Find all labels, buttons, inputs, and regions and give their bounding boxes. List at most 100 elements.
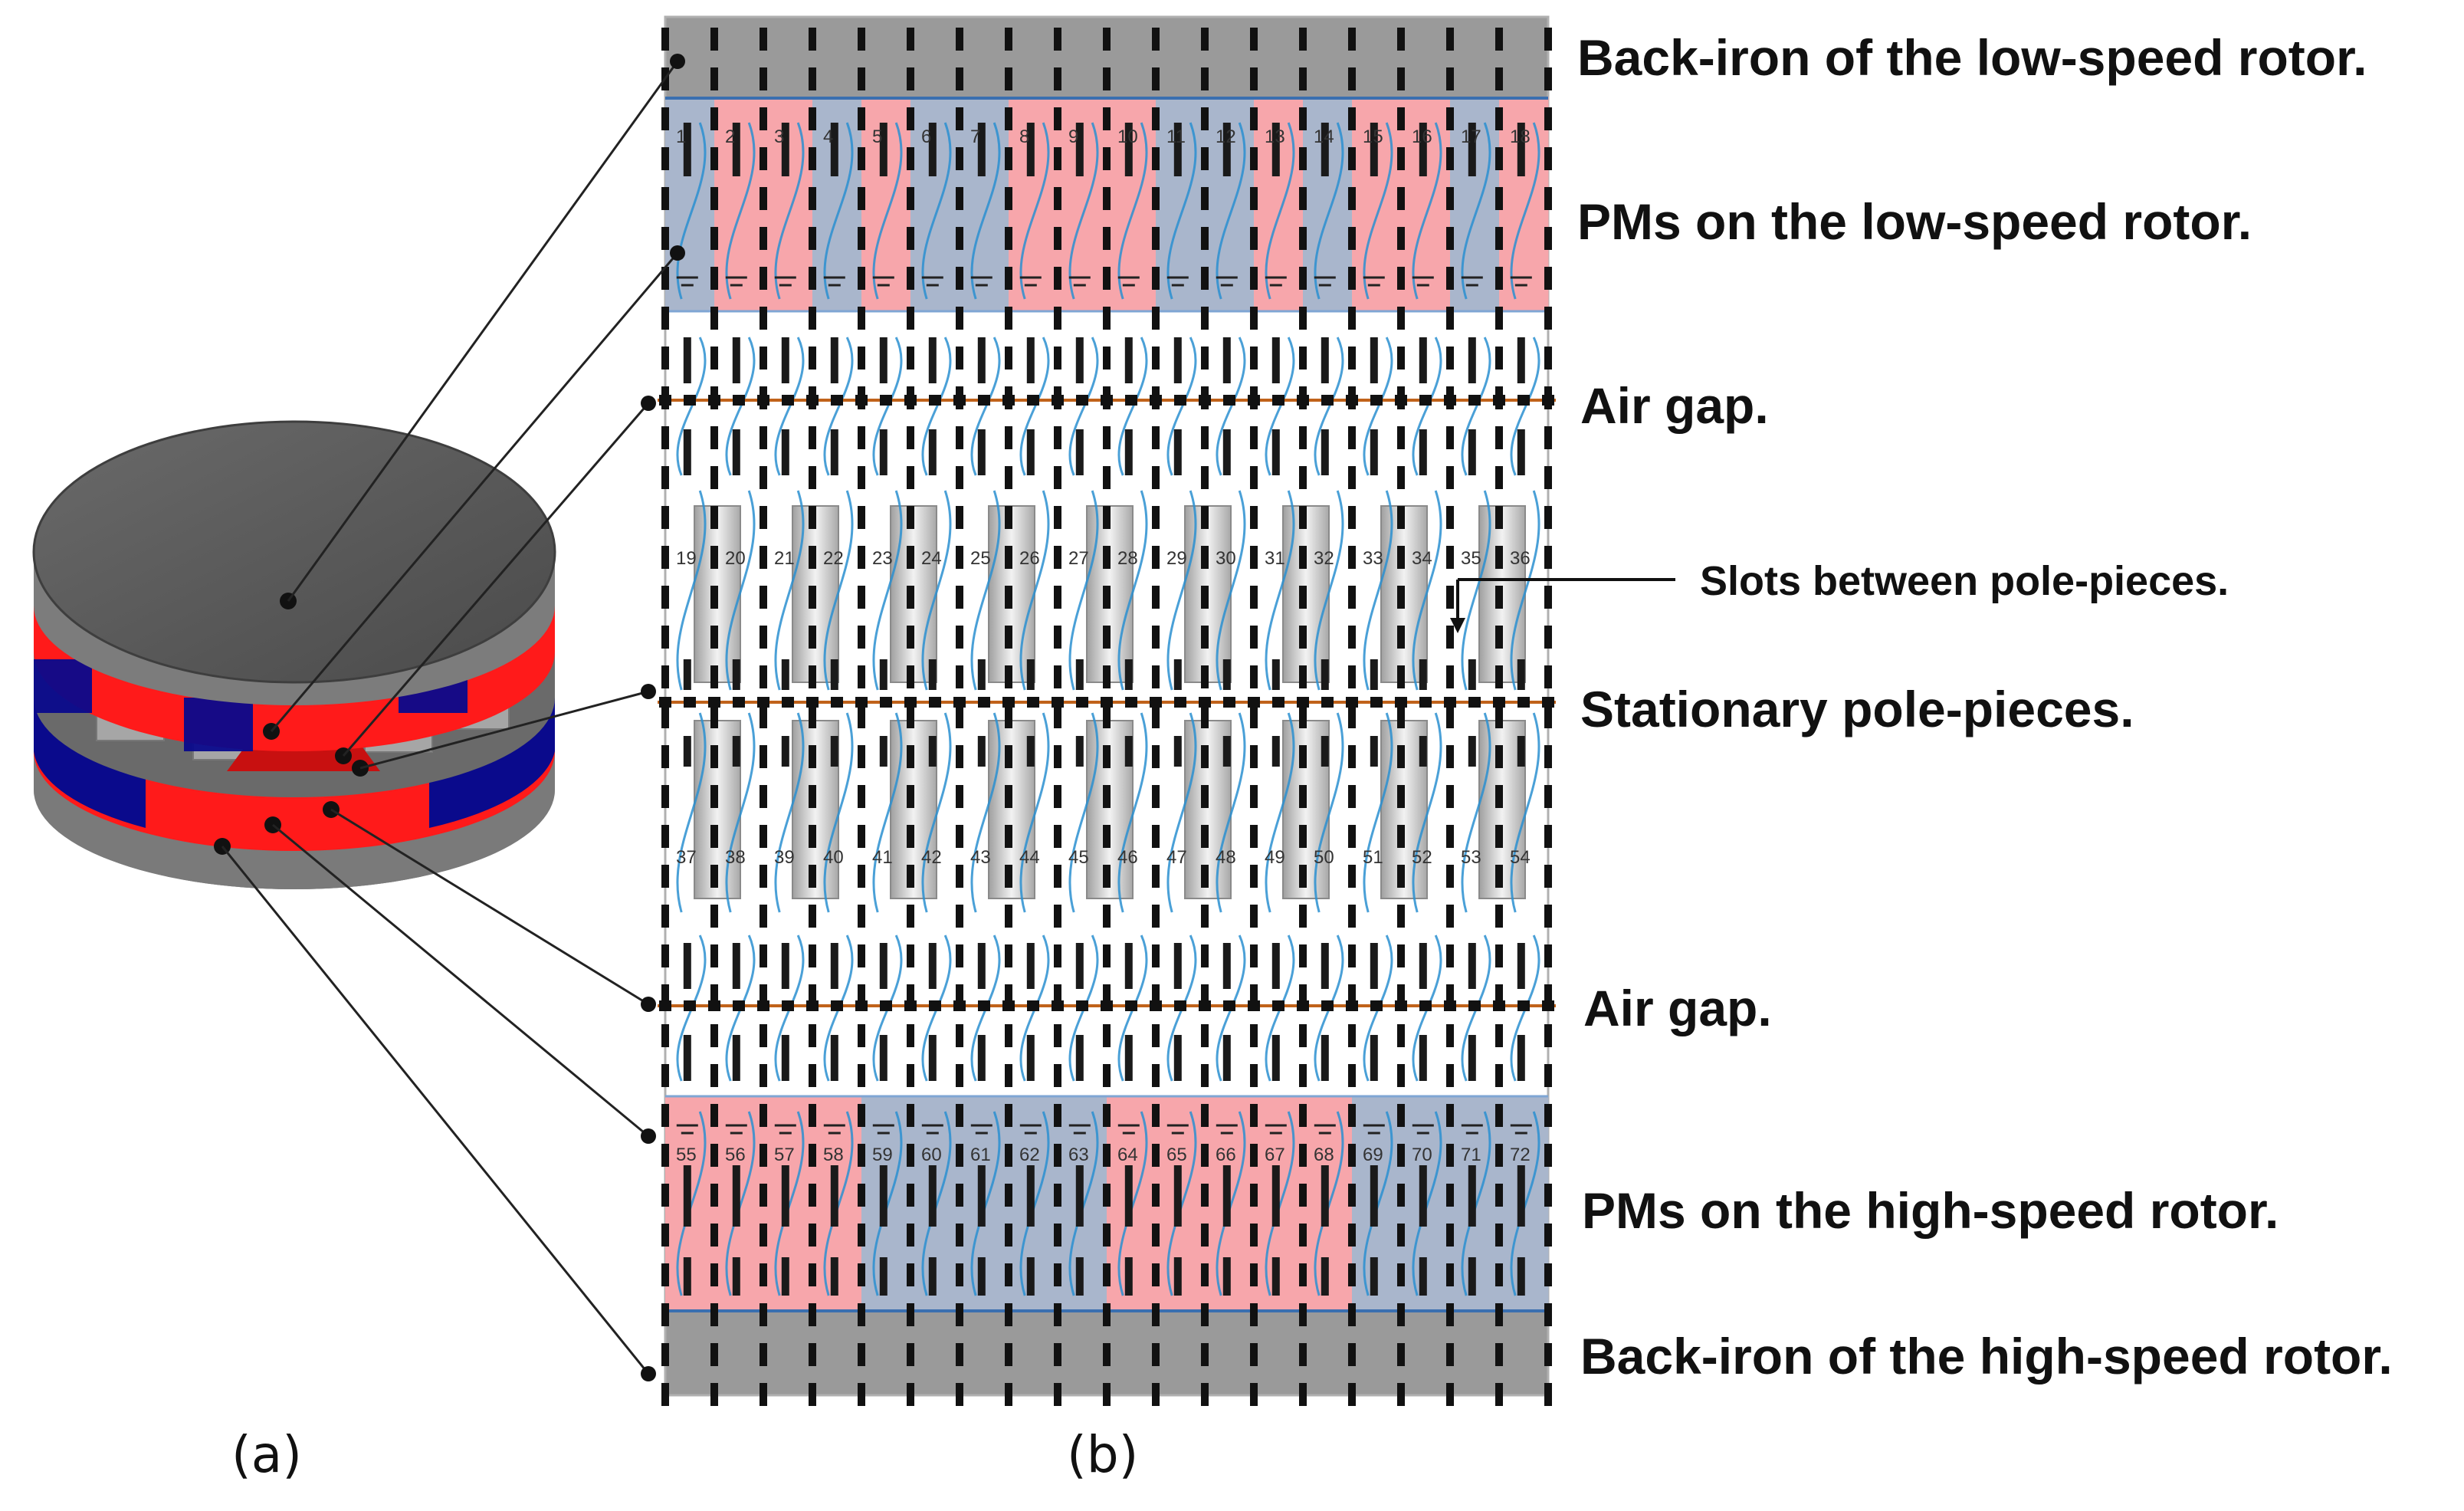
edge-resistor-10-868 — [1103, 665, 1111, 688]
edge-resistor-12-972 — [1201, 745, 1209, 768]
edge-resistor-6-764 — [907, 586, 914, 609]
node-number-17: 17 — [1461, 126, 1481, 147]
node-1-20 — [1125, 395, 1137, 406]
column-resistor-15-7 — [1370, 1035, 1378, 1081]
edge-resistor-8-36 — [1005, 28, 1012, 51]
edge-resistor-15-36 — [1348, 28, 1356, 51]
column-resistor-7-5 — [977, 736, 986, 767]
node-2-30 — [1370, 697, 1383, 708]
edge-resistor-11-348 — [1152, 267, 1160, 290]
edge-resistor-19-1336 — [1544, 1024, 1552, 1047]
edge-resistor-18-504 — [1495, 386, 1503, 409]
node-number-64: 64 — [1117, 1145, 1138, 1165]
edge-resistor-15-192 — [1348, 147, 1356, 170]
edge-resistor-6-1648 — [907, 1263, 914, 1286]
edge-resistor-3-140 — [760, 107, 767, 130]
edge-resistor-10-348 — [1103, 267, 1111, 290]
edge-resistor-18-660 — [1495, 506, 1503, 529]
edge-resistor-5-1232 — [858, 944, 865, 967]
column-resistor-5-3 — [879, 429, 887, 475]
edge-resistor-17-1492 — [1446, 1144, 1454, 1167]
column-resistor-16-4 — [1419, 659, 1427, 690]
edge-resistor-18-1232 — [1495, 944, 1503, 967]
flux-line-14-6 — [1314, 1111, 1344, 1296]
column-resistor-5-7 — [879, 1035, 887, 1081]
edge-resistor-18-192 — [1495, 147, 1503, 170]
edge-resistor-11-1700 — [1152, 1303, 1160, 1326]
edge-resistor-6-1076 — [907, 825, 914, 848]
node-number-54: 54 — [1510, 847, 1531, 868]
edge-resistor-13-88 — [1250, 67, 1258, 90]
edge-resistor-17-816 — [1446, 626, 1454, 649]
column-resistor-16-3 — [1419, 429, 1427, 475]
edge-resistor-3-972 — [760, 745, 767, 768]
node-number-35: 35 — [1461, 548, 1481, 569]
edge-resistor-7-1232 — [956, 944, 963, 967]
edge-resistor-19-920 — [1544, 705, 1552, 728]
edge-resistor-2-660 — [710, 506, 718, 529]
edge-resistor-19-348 — [1544, 267, 1552, 290]
node-number-12: 12 — [1216, 126, 1236, 147]
edge-resistor-14-1492 — [1299, 1144, 1307, 1167]
edge-resistor-17-972 — [1446, 745, 1454, 768]
edge-resistor-8-192 — [1005, 147, 1012, 170]
edge-resistor-17-1596 — [1446, 1224, 1454, 1247]
edge-resistor-10-244 — [1103, 187, 1111, 210]
edge-resistor-11-1076 — [1152, 825, 1160, 848]
label-slots: Slots between pole-pieces. — [1700, 558, 2229, 604]
flux-line-2-3 — [725, 490, 756, 691]
edge-resistor-16-244 — [1397, 187, 1405, 210]
edge-resistor-16-556 — [1397, 426, 1405, 449]
caption-a: (a) — [231, 1425, 302, 1484]
flux-line-9-1 — [1068, 122, 1099, 300]
edge-resistor-7-556 — [956, 426, 963, 449]
column-resistor-15-4 — [1370, 659, 1378, 690]
edge-resistor-9-1180 — [1054, 905, 1061, 928]
edge-resistor-4-1284 — [809, 984, 816, 1007]
edge-resistor-11-868 — [1152, 665, 1160, 688]
edge-resistor-2-244 — [710, 187, 718, 210]
node-number-51: 51 — [1363, 847, 1383, 868]
edge-resistor-9-1596 — [1054, 1224, 1061, 1247]
edge-resistor-16-1180 — [1397, 905, 1405, 928]
edge-resistor-6-1700 — [907, 1303, 914, 1326]
edge-resistor-10-1596 — [1103, 1224, 1111, 1247]
column-resistor-18-4 — [1517, 659, 1525, 690]
column-resistor-3-7 — [781, 1035, 789, 1081]
edge-resistor-3-192 — [760, 147, 767, 170]
edge-resistor-13-348 — [1250, 267, 1258, 290]
edge-resistor-8-1180 — [1005, 905, 1012, 928]
node-number-33: 33 — [1363, 548, 1383, 569]
edge-resistor-18-140 — [1495, 107, 1503, 130]
column-resistor-8-1 — [1026, 123, 1035, 176]
edge-resistor-19-1804 — [1544, 1383, 1552, 1406]
edge-resistor-8-296 — [1005, 227, 1012, 250]
edge-resistor-7-1284 — [956, 984, 963, 1007]
edge-resistor-18-36 — [1495, 28, 1503, 51]
edge-resistor-13-296 — [1250, 227, 1258, 250]
edge-resistor-14-1752 — [1299, 1343, 1307, 1366]
edge-resistor-4-868 — [809, 665, 816, 688]
edge-resistor-18-1752 — [1495, 1343, 1503, 1366]
flux-line-4-3 — [823, 490, 854, 691]
edge-resistor-17-920 — [1446, 705, 1454, 728]
edge-resistor-15-1336 — [1348, 1024, 1356, 1047]
edge-resistor-6-1388 — [907, 1064, 914, 1087]
column-resistor-13-2 — [1271, 337, 1280, 383]
node-number-40: 40 — [823, 847, 844, 868]
low-rotor-blue-segment-2 — [184, 698, 253, 751]
column-resistor-10-3 — [1124, 429, 1133, 475]
edge-resistor-8-1232 — [1005, 944, 1012, 967]
column-resistor-10-4 — [1124, 659, 1133, 690]
edge-resistor-14-1440 — [1299, 1104, 1307, 1127]
edge-resistor-2-1544 — [710, 1184, 718, 1207]
edge-resistor-3-1232 — [760, 944, 767, 967]
edge-resistor-11-192 — [1152, 147, 1160, 170]
edge-resistor-10-660 — [1103, 506, 1111, 529]
edge-resistor-1-140 — [661, 107, 669, 130]
flux-line-7-1 — [970, 122, 1001, 300]
edge-resistor-5-504 — [858, 386, 865, 409]
edge-resistor-6-140 — [907, 107, 914, 130]
flux-line-12-2 — [1216, 337, 1246, 476]
edge-resistor-1-1232 — [661, 944, 669, 967]
